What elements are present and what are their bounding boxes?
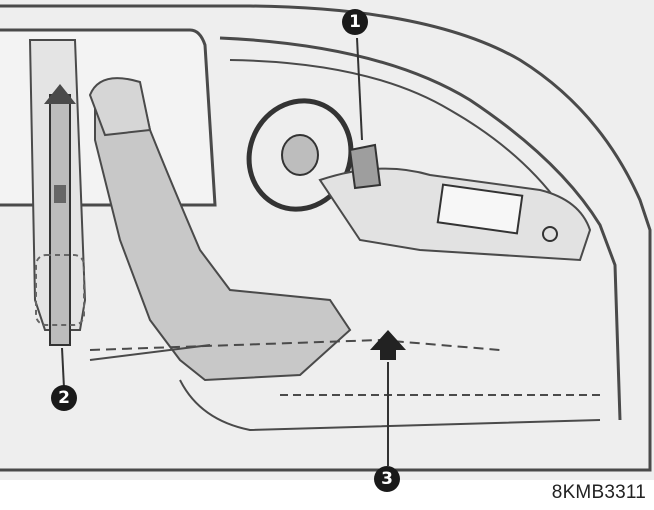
- callout-2-leader: [61, 347, 65, 389]
- seat-headrest: [88, 77, 152, 137]
- door-sill-line: [179, 379, 601, 432]
- airbag-control-unit: [348, 143, 382, 190]
- steering-hub: [281, 134, 319, 176]
- callout-3-marker: 3: [374, 466, 400, 492]
- seat-belt-webbing: [49, 94, 71, 346]
- seat-belt-buckle: [54, 185, 66, 203]
- callout-2-marker: 2: [51, 385, 77, 411]
- floor-sensor-marker: [370, 330, 406, 360]
- side-impact-sensor-outline: [35, 254, 85, 326]
- front-door-frame: [219, 36, 622, 421]
- seat-belt-guide: [44, 84, 76, 104]
- floor-edge-line: [89, 344, 211, 361]
- callout-1-marker: 1: [342, 9, 368, 35]
- image-code-label: 8KMB3311: [551, 482, 646, 503]
- windshield-line: [229, 59, 561, 206]
- passenger-airbag-panel: [436, 183, 524, 235]
- air-vent: [542, 226, 558, 242]
- callout-1-leader: [356, 37, 363, 141]
- car-body-outline: [0, 4, 652, 472]
